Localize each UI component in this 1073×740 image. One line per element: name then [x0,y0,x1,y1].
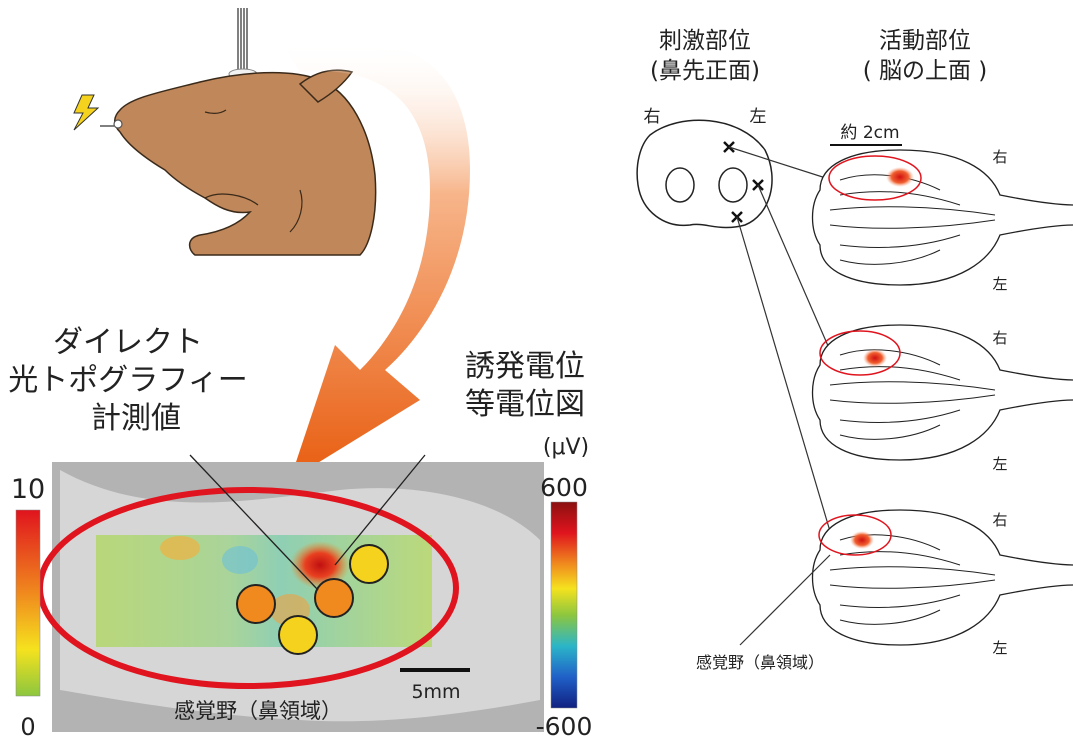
callout-evoked-line2: 等電位図 [465,387,585,422]
colorbar-right [550,501,578,709]
pig-mouth [204,193,259,206]
brain1-right-label: 右 [992,148,1007,166]
electrode-wires [228,8,258,80]
brain-top-view-3 [811,509,1073,646]
brain3-left-label: 左 [992,639,1007,657]
callout-topography-line2: 光トポグラフィー [8,363,247,398]
pig-head-illustration [114,71,377,256]
region-pointer [739,554,831,646]
brain1-left-label: 左 [992,275,1007,293]
snout-left-label: 左 [750,107,767,127]
nostril [665,167,695,203]
activity-header-line1: 活動部位 [879,28,971,54]
nostril [718,167,748,203]
brain-scale-label: 約 2cm [840,123,899,143]
region-label-right: 感覚野（鼻領域） [696,653,824,672]
colorbar-left-min: 0 [20,713,35,740]
colorbar-left-max: 10 [11,474,45,505]
callout-line [189,454,319,591]
brain-top-view-1 [811,149,1073,286]
snout-right-label: 右 [644,107,661,127]
brain3-right-label: 右 [992,511,1007,529]
brain-top-view-2 [811,324,1073,461]
callout-line [334,454,426,566]
curved-arrow [285,39,470,481]
colorbar-right-min: -600 [536,712,593,740]
electrode-orange [314,578,354,618]
callout-evoked-line1: 誘発電位 [465,349,585,384]
colorbar-right-max: 600 [540,473,588,502]
lightning-icon [73,94,100,131]
brain2-right-label: 右 [992,329,1007,347]
activity-header-line2: ( 脳の上面 ) [863,58,988,84]
scale-bar-label: 5mm [411,681,460,703]
callout-topography-line1: ダイレクト [53,325,203,360]
electrode-yellow [349,544,389,584]
electrode-yellow [278,615,318,655]
pig-eye [204,109,227,114]
electrode-orange [236,584,276,624]
callout-topography-line3: 計測値 [91,401,181,436]
region-label-left: 感覚野（鼻領域） [174,699,342,723]
stim-header-line2: (鼻先正面) [650,58,760,84]
colorbar-left [15,509,41,697]
stimulus-electrode [113,119,123,129]
snout-front-view [636,119,773,229]
brain2-left-label: 左 [992,455,1007,473]
colorbar-right-unit: (μV) [543,435,589,460]
stim-header-line1: 刺激部位 [659,28,751,54]
